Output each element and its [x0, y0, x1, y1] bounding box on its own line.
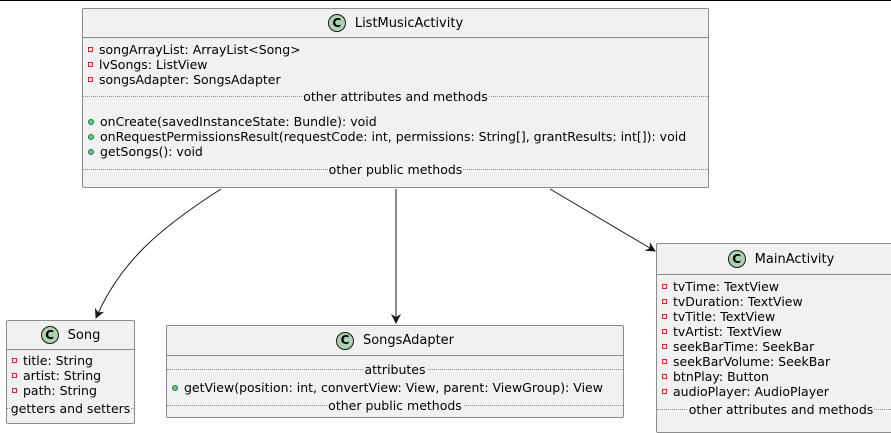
- method: getView(position: int, convertView: View…: [167, 380, 623, 395]
- attribute: tvDuration: TextView: [657, 294, 891, 309]
- attribute: audioPlayer: AudioPlayer: [657, 384, 891, 399]
- class-name: Song: [67, 327, 101, 343]
- attribute: songArrayList: ArrayList<Song>: [83, 42, 708, 57]
- attribute: tvTitle: TextView: [657, 309, 891, 324]
- class-header: C Song: [7, 321, 134, 350]
- attribute: tvArtist: TextView: [657, 324, 891, 339]
- class-list-music-activity[interactable]: C ListMusicActivity songArrayList: Array…: [82, 8, 709, 188]
- arrow-to-song: [94, 188, 222, 319]
- class-name: MainActivity: [754, 251, 835, 267]
- public-marker-icon: [172, 384, 178, 391]
- class-icon: C: [327, 14, 346, 32]
- class-name: SongsAdapter: [362, 333, 455, 348]
- arrow-to-main-activity: [549, 188, 656, 252]
- attribute: artist: String: [7, 368, 134, 383]
- private-marker-icon: [662, 314, 667, 319]
- attribute: lvSongs: ListView: [83, 57, 708, 72]
- method: onCreate(savedInstanceState: Bundle): vo…: [83, 114, 708, 129]
- class-icon: C: [727, 250, 746, 268]
- public-marker-icon: [88, 133, 94, 140]
- private-marker-icon: [88, 77, 93, 82]
- attribute: title: String: [7, 353, 134, 368]
- separator: other public methods: [83, 162, 708, 177]
- class-icon: C: [40, 326, 59, 344]
- private-marker-icon: [12, 358, 17, 363]
- private-marker-icon: [662, 284, 667, 289]
- private-marker-icon: [88, 62, 93, 67]
- attribute: seekBarVolume: SeekBar: [657, 354, 891, 369]
- public-marker-icon: [88, 118, 94, 125]
- separator: other public methods: [167, 398, 623, 413]
- separator: other attributes and methods: [657, 402, 891, 417]
- separator: other attributes and methods: [83, 89, 708, 104]
- class-name: ListMusicActivity: [354, 15, 464, 31]
- private-marker-icon: [12, 388, 17, 393]
- private-marker-icon: [662, 344, 667, 349]
- private-marker-icon: [12, 373, 17, 378]
- public-marker-icon: [88, 148, 94, 155]
- top-border-line: [0, 0, 891, 1]
- private-marker-icon: [662, 359, 667, 364]
- method: onRequestPermissionsResult(requestCode: …: [83, 129, 708, 144]
- class-song[interactable]: C Song title: String artist: String path…: [6, 320, 135, 424]
- private-marker-icon: [662, 374, 667, 379]
- attribute: path: String: [7, 383, 134, 398]
- private-marker-icon: [662, 299, 667, 304]
- class-header: C ListMusicActivity: [83, 9, 708, 38]
- class-songs-adapter[interactable]: C SongsAdapter attributes getView(positi…: [166, 325, 624, 418]
- attribute: songsAdapter: SongsAdapter: [83, 72, 708, 87]
- class-header: C SongsAdapter: [167, 326, 623, 356]
- attribute: seekBarTime: SeekBar: [657, 339, 891, 354]
- class-main-activity[interactable]: C MainActivity tvTime: TextView tvDurati…: [656, 243, 891, 433]
- attribute: btnPlay: Button: [657, 369, 891, 384]
- method: getSongs(): void: [83, 144, 708, 159]
- private-marker-icon: [662, 389, 667, 394]
- attribute: tvTime: TextView: [657, 279, 891, 294]
- separator: getters and setters: [7, 401, 134, 416]
- separator: attributes: [167, 362, 623, 377]
- private-marker-icon: [662, 329, 667, 334]
- private-marker-icon: [88, 47, 93, 52]
- class-header: C MainActivity: [657, 244, 891, 275]
- class-icon: C: [335, 331, 354, 350]
